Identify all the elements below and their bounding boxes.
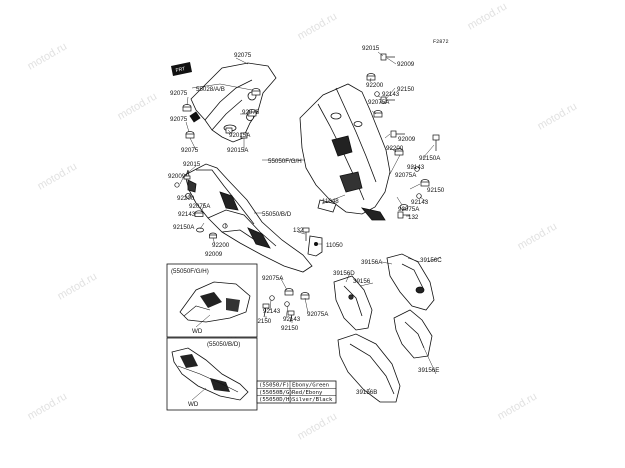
legend-color: Ebony/Green [292, 383, 329, 389]
label-92075: 92075 [170, 116, 188, 123]
legend-code: (55050/F) [259, 383, 289, 389]
label-92015a: 92015A [227, 147, 249, 154]
color-legend: (55050/F) Ebony/Green (55050B/G) Red/Ebo… [256, 380, 337, 404]
label-92143: 92143 [382, 91, 400, 98]
label-39156a: 39156A [361, 259, 383, 266]
label-92143: 92143 [407, 164, 425, 171]
label-92200: 92200 [366, 82, 384, 89]
upper-left-fairing [189, 62, 277, 143]
inset-bottom: (55050/B/D) WD [166, 337, 258, 411]
label-92075a: 92075A [395, 172, 417, 179]
inner-panels [333, 253, 435, 403]
inset-top-title: (55050F/G/H) [171, 268, 209, 275]
label-92143: 92143 [411, 199, 429, 206]
right-fairing [299, 83, 391, 221]
legend-color: Red/Ebony [292, 390, 323, 396]
inset-bottom-title: (55050/B/D) [207, 341, 240, 348]
label-92075a: 92075A [262, 275, 284, 282]
label-92143: 92143 [283, 316, 301, 323]
leader-lines [179, 51, 442, 392]
svg-text:FRT: FRT [175, 66, 186, 74]
label-132: 132 [293, 227, 304, 234]
label-92009: 92009 [205, 251, 223, 258]
label-92009: 92009 [398, 136, 416, 143]
label-55050fgh: 55050F/G/H [268, 158, 302, 165]
mounting-bracket [307, 199, 337, 257]
watermark: motod.ru [516, 220, 560, 252]
label-92200: 92200 [386, 145, 404, 152]
label-92075a: 92075A [368, 99, 390, 106]
label-92075: 92075 [170, 90, 188, 97]
label-39156: 39156 [353, 278, 371, 285]
label-92200: 92200 [212, 242, 230, 249]
label-92009: 92009 [397, 61, 415, 68]
watermark: motod.ru [296, 410, 340, 442]
watermark: motod.ru [26, 40, 70, 72]
front-arrow-icon: FRT [171, 62, 192, 76]
lower-left-fairing [184, 163, 313, 273]
fasteners [174, 53, 440, 323]
watermark-layer: motod.ru motod.ru motod.ru motod.ru moto… [26, 0, 580, 442]
label-92150a: 92150A [173, 224, 195, 231]
label-39156c: 39156C [420, 257, 442, 264]
label-55050bd: 55050/B/D [262, 211, 292, 218]
watermark: motod.ru [536, 100, 580, 132]
label-132: 132 [408, 214, 419, 221]
figure-reference: F2872 [433, 39, 449, 45]
watermark: motod.ru [296, 10, 340, 42]
inset-top: (55050F/G/H) WD [166, 263, 258, 338]
label-92075a: 92075A [307, 311, 329, 318]
label-92150: 92150 [397, 86, 415, 93]
label-92015: 92015 [362, 45, 380, 52]
label-92143: 92143 [263, 308, 281, 315]
label-92150: 92150 [427, 187, 445, 194]
label-39156b: 39156B [356, 389, 377, 396]
label-92015a: 92015A [229, 132, 251, 139]
label-39156e: 39156E [418, 367, 439, 374]
watermark: motod.ru [56, 270, 100, 302]
watermark: motod.ru [116, 90, 160, 122]
inset-top-wd: WD [192, 328, 203, 335]
inset-bottom-wd: WD [188, 401, 199, 408]
label-92143: 92143 [178, 211, 196, 218]
watermark: motod.ru [496, 390, 540, 422]
label-92075: 92075 [181, 147, 199, 154]
legend-code: (55050D/H) [259, 397, 293, 403]
part-labels: 92075 55028/A/B 92075 92075 92075 92015A… [168, 45, 445, 396]
label-92015: 92015 [183, 161, 201, 168]
watermark: motod.ru [36, 160, 80, 192]
label-92009: 92009 [168, 173, 186, 180]
label-92150a: 92150A [419, 155, 441, 162]
label-55028: 55028/A/B [196, 86, 225, 93]
label-92075a: 92075A [398, 206, 420, 213]
label-92150: 92150 [281, 325, 299, 332]
label-92200: 92200 [177, 195, 195, 202]
label-92075: 92075 [242, 109, 260, 116]
label-92150: 92150 [254, 318, 272, 325]
label-39156d: 39156D [333, 270, 355, 277]
watermark: motod.ru [466, 0, 510, 32]
label-11048: 11048 [322, 198, 339, 205]
watermark: motod.ru [26, 390, 70, 422]
legend-code: (55050B/G) [259, 390, 293, 396]
legend-color: Silver/Black [292, 397, 333, 403]
label-92075: 92075 [234, 52, 252, 59]
label-92075a: 92075A [189, 203, 211, 210]
label-11050: 11050 [326, 242, 343, 249]
